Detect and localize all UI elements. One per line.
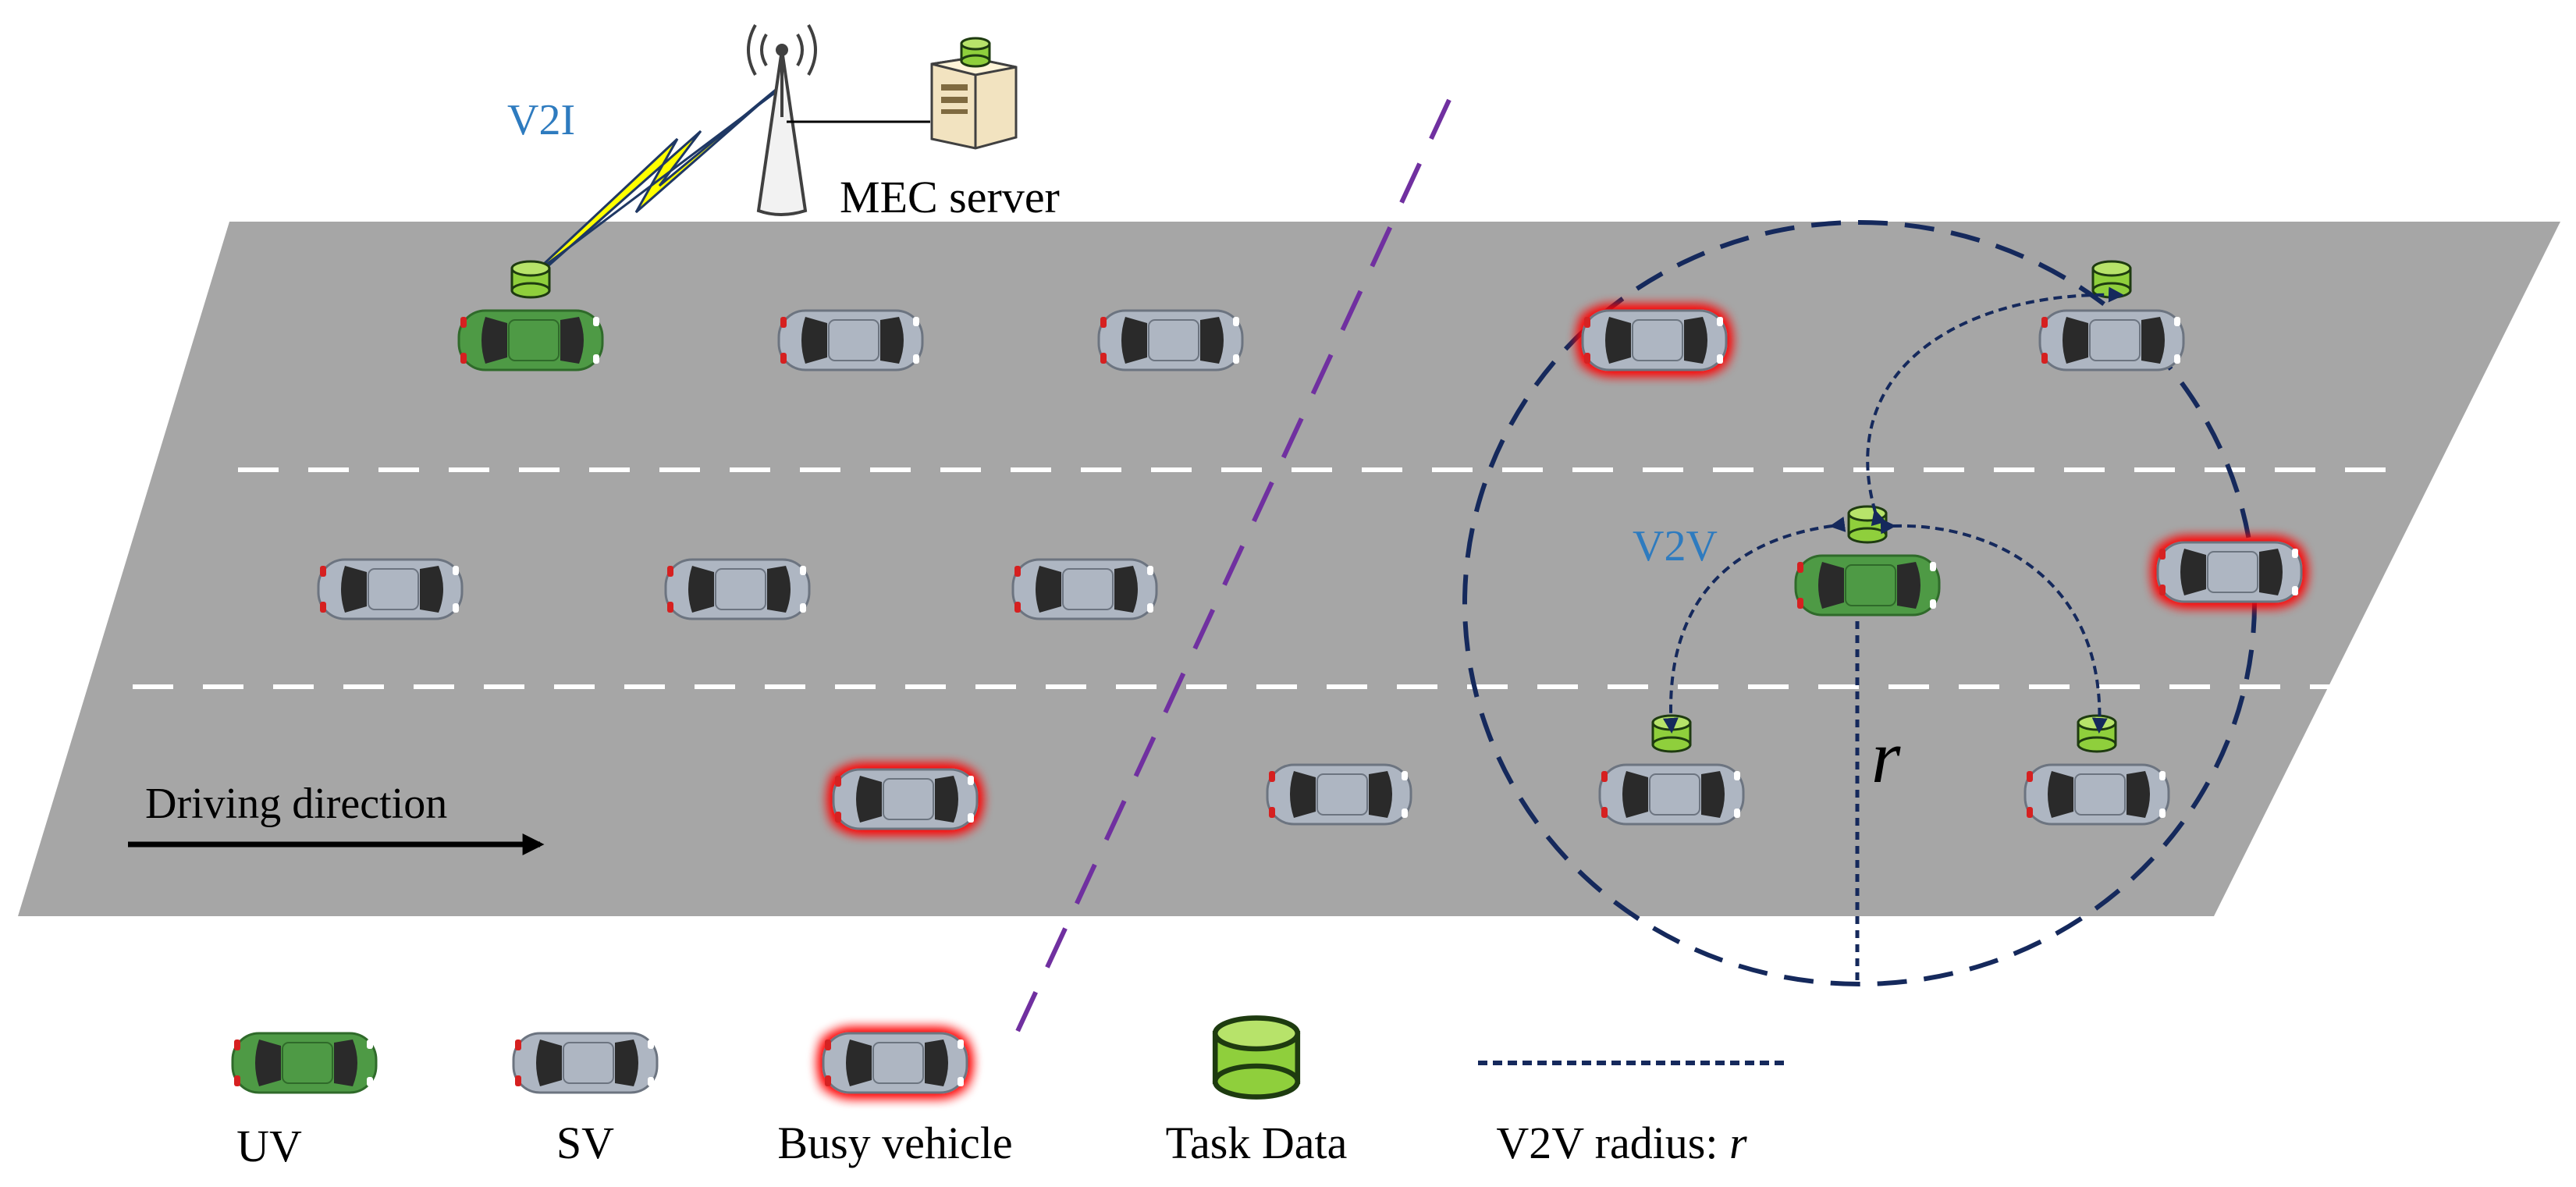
vehicle-uv-1 [457,260,604,371]
v2v-arrow-to-bottom-right [1880,518,2108,734]
v2i-link-line [524,86,783,283]
vehicle-sv-12 [1266,763,1412,826]
vehicle-sv-5-task-data-icon [2091,260,2132,299]
legend-sv-label: SV [556,1118,614,1168]
vehicle-sv-2 [777,309,924,371]
legend-radius-label: V2V radius: r [1496,1118,1747,1168]
legend [231,1015,1301,1100]
legend-sv-icon [512,1032,659,1094]
vehicle-busy-10 [2156,541,2303,603]
vehicle-sv-13 [1598,714,1745,826]
legend-task-data-icon [1212,1015,1301,1100]
vehicle-sv-3 [1097,309,1244,371]
legend-uv-label: UV [236,1121,302,1171]
v2i-label: V2I [507,96,575,144]
legend-uv-icon [231,1032,378,1094]
legend-task-label: Task Data [1166,1118,1348,1168]
vehicle-sv-6 [317,558,464,620]
base-station-icon [747,24,817,216]
driving-direction-label: Driving direction [145,780,447,828]
vehicle-sv-8 [1011,558,1158,620]
vehicle-busy-4 [1581,309,1728,371]
v2v-label: V2V [1633,522,1718,570]
v2v-arrow-to-bottom-left [1662,516,1846,734]
vehicle-uv-9-task-data-icon [1847,505,1888,544]
v2v-range-circle [1462,220,2257,986]
v2v-arrow-to-top-right [1866,286,2124,527]
radius-label: r [1871,715,1901,798]
legend-radius-symbol: r [1729,1118,1747,1168]
vehicle-uv-1-task-data-icon [510,260,551,299]
mec-server-label: MEC server [840,172,1060,222]
legend-busy-label: Busy vehicle [777,1118,1012,1168]
vehicle-busy-11 [832,768,979,830]
vehicle-sv-14-task-data-icon [2077,714,2117,753]
coverage-divider [1012,98,1451,1040]
legend-busy-icon [822,1032,968,1094]
legend-radius-prefix: V2V radius: [1496,1118,1729,1168]
vehicles-layer [317,260,2303,830]
vehicle-sv-7 [664,558,811,620]
mec-server-icon [930,37,1018,150]
